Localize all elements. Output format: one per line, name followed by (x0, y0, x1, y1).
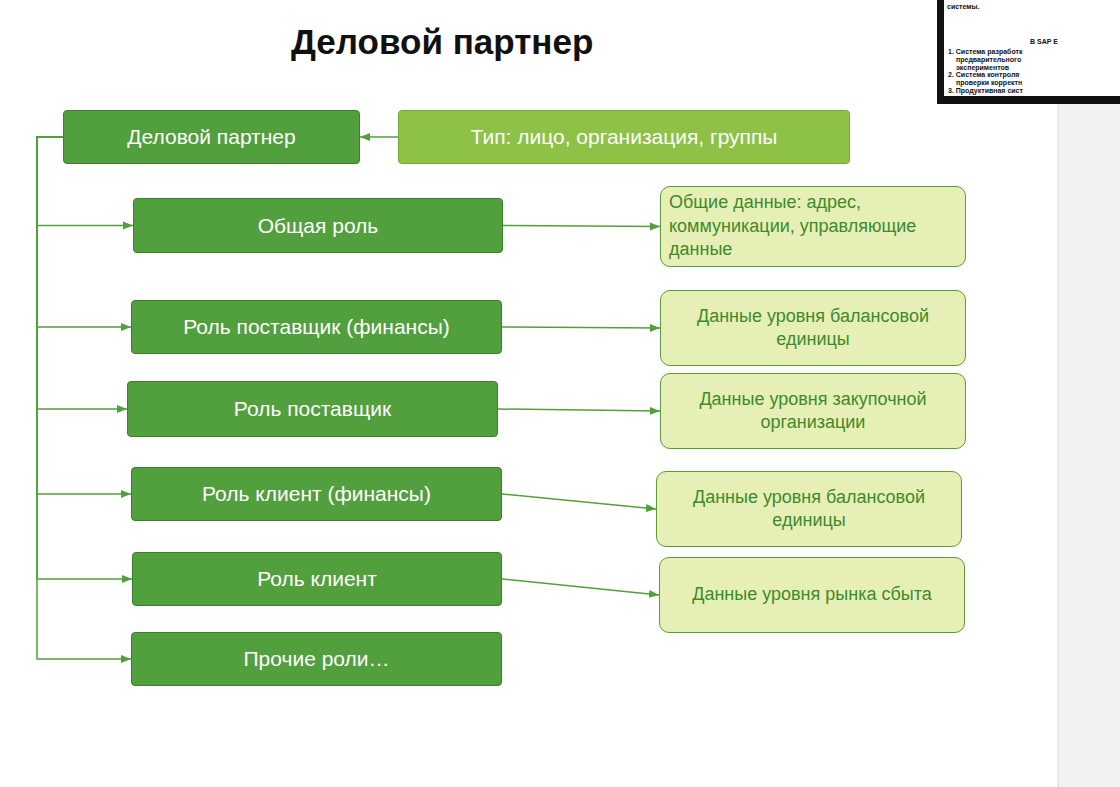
node-text: Роль поставщик (финансы) (175, 315, 458, 339)
text-stack: Деловой партнер (119, 125, 303, 149)
partner-box: Деловой партнер (63, 110, 360, 164)
connector-arrow (503, 226, 660, 227)
role-box: Общая роль (133, 198, 503, 253)
node-text: Тип: лицо, организация, группы (463, 125, 786, 149)
inset-text: 1. Система разработк (948, 48, 1022, 55)
connector-arrow (502, 494, 656, 509)
node-text: Общие данные: адрес, коммуникации, управ… (661, 191, 965, 261)
node-text: Прочие роли… (235, 647, 397, 671)
text-stack: Общие данные: адрес, коммуникации, управ… (661, 191, 965, 261)
text-stack: Данные уровня балансовой единицы (657, 486, 961, 533)
text-stack: Роль поставщик (226, 397, 399, 421)
inset-text: 3. Продуктивная сист (948, 87, 1023, 94)
connector-arrow (37, 137, 131, 327)
role-box: Роль клиент (132, 552, 502, 606)
inset-text: системы. (947, 3, 979, 10)
inset-text: предварительного (956, 56, 1021, 63)
inset-text: 2. Система контроля (948, 71, 1019, 78)
connector-arrow (37, 137, 131, 659)
node-text: Данные уровня балансовой единицы (657, 486, 961, 533)
data-box: Данные уровня закупочной организации (660, 373, 966, 449)
connector-arrow (360, 136, 398, 138)
text-stack: Данные уровня рынка сбыта (684, 583, 940, 606)
connector-arrow (502, 327, 660, 328)
text-stack: Общая роль (250, 214, 387, 238)
node-text: Деловой партнер (119, 125, 303, 149)
role-box: Роль поставщик (финансы) (131, 300, 502, 354)
type-box: Тип: лицо, организация, группы (398, 110, 850, 164)
text-stack: Роль клиент (финансы) (194, 482, 439, 506)
node-text: Данные уровня рынка сбыта (684, 583, 940, 606)
connector-arrow (37, 137, 131, 494)
role-box: Роль клиент (финансы) (131, 467, 502, 521)
role-box: Прочие роли… (131, 632, 502, 686)
text-stack: Роль поставщик (финансы) (175, 315, 458, 339)
connector-arrow (498, 409, 660, 411)
node-text: Данные уровня балансовой единицы (661, 305, 965, 352)
connector-arrow (37, 137, 132, 579)
node-text: Роль клиент (финансы) (194, 482, 439, 506)
node-text: Общая роль (250, 214, 387, 238)
data-box: Данные уровня балансовой единицы (656, 471, 962, 547)
inset-page (944, 0, 1120, 96)
inset-text: проверки корректн (956, 79, 1022, 86)
data-box: Данные уровня рынка сбыта (659, 557, 965, 633)
text-stack: Прочие роли… (235, 647, 397, 671)
connector-arrow (37, 137, 127, 409)
node-text: Данные уровня закупочной организации (661, 388, 965, 435)
text-stack: Данные уровня балансовой единицы (661, 305, 965, 352)
data-box: Данные уровня балансовой единицы (660, 290, 966, 366)
text-stack: Тип: лицо, организация, группы (463, 125, 786, 149)
role-box: Роль поставщик (127, 381, 498, 437)
node-text: Роль клиент (249, 567, 385, 591)
text-stack: Роль клиент (249, 567, 385, 591)
connector-arrow (502, 579, 659, 595)
side-panel (1058, 0, 1120, 787)
text-stack: Данные уровня закупочной организации (661, 388, 965, 435)
panel-edge (1058, 0, 1059, 787)
inset-frame (937, 0, 1120, 104)
node-text: Роль поставщик (226, 397, 399, 421)
inset-text: экспериментов (956, 64, 1009, 71)
diagram-title: Деловой партнер (291, 22, 593, 62)
data-box: Общие данные: адрес, коммуникации, управ… (660, 186, 966, 267)
inset-text: В SAP E (1030, 38, 1058, 45)
